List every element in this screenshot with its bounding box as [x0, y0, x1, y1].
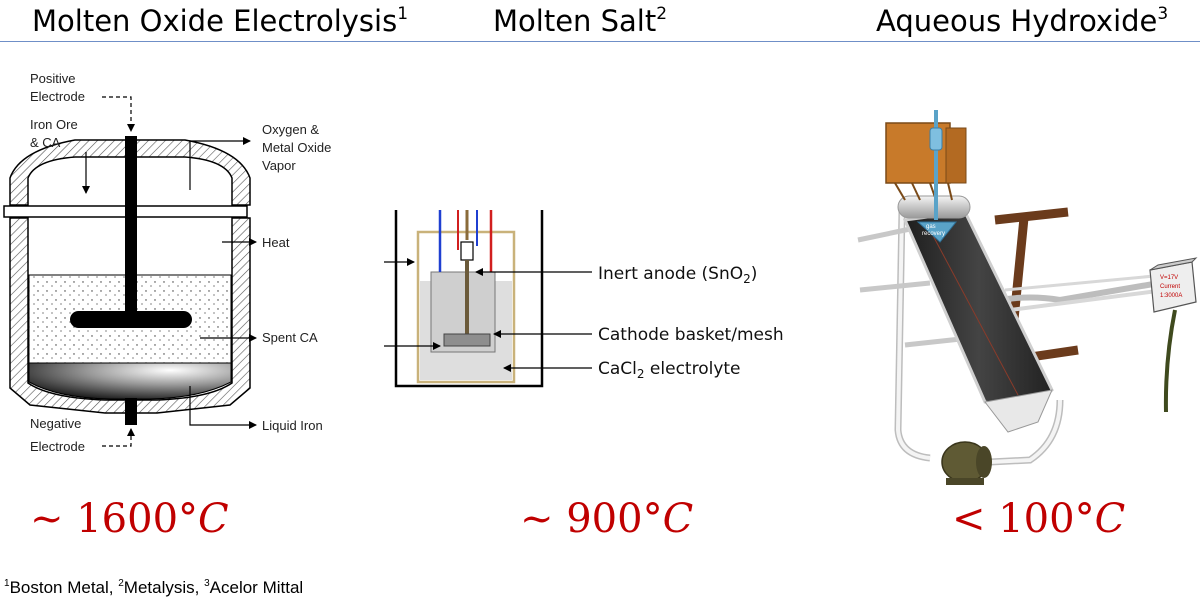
aq-gas-funnel — [916, 221, 958, 243]
aq-pump-base — [946, 478, 984, 485]
aq-copper-fin-1 — [894, 182, 906, 201]
footnote-sup-1: 1 — [4, 578, 10, 589]
aq-pipes-to-box — [999, 279, 1166, 304]
footnote-text-1: Boston Metal, — [9, 578, 119, 597]
salt-cathode-basket — [443, 333, 491, 347]
footnote-text-3: Acelor Mittal — [209, 578, 304, 597]
moe-positive-electrode-rod — [125, 136, 137, 322]
moe-label-positive-2: Electrode — [30, 89, 85, 104]
temperature-aqueous: < 100°C — [952, 496, 1125, 542]
temperature-unit: C — [662, 496, 694, 542]
moe-label-heat: Heat — [262, 235, 290, 250]
moe-label-spent-ca: Spent CA — [262, 330, 318, 345]
title-text: Molten Salt — [493, 4, 657, 38]
title-superscript: 1 — [397, 4, 409, 24]
moe-label-ore-1: Iron Ore — [30, 117, 78, 132]
temperature-value: < 100° — [952, 496, 1095, 542]
moe-vessel-body — [9, 217, 251, 414]
footnote-sup-3: 3 — [204, 578, 210, 589]
moe-arrow-oxygen — [189, 137, 251, 190]
moe-label-positive-1: Positive — [30, 71, 76, 86]
aq-box-label-1: V=17V — [1160, 275, 1178, 281]
aq-copper-fin-4 — [947, 182, 953, 201]
title-text: Molten Oxide Electrolysis — [32, 4, 398, 38]
title-divider-rule — [0, 41, 1200, 42]
moe-arrow-negative — [102, 428, 135, 447]
moe-label-oxygen-2: Metal Oxide — [262, 140, 331, 155]
salt-label-anode: Inert anode (SnO2) — [598, 264, 757, 286]
title-aqueous-hydroxide: Aqueous Hydroxide3 — [876, 4, 1168, 38]
aq-gas-cylinder — [929, 127, 943, 151]
aq-copper-unit-side — [945, 127, 967, 184]
moe-label-oxygen-3: Vapor — [262, 158, 296, 173]
title-molten-oxide-electrolysis: Molten Oxide Electrolysis1 — [32, 4, 408, 38]
aq-pipes-to-box-3 — [1004, 273, 1166, 292]
aq-bar-1 — [857, 225, 916, 243]
aq-copper-unit — [885, 122, 951, 184]
moe-liquid-iron — [28, 362, 232, 400]
temperature-unit: C — [1094, 496, 1126, 542]
aq-power-box-side — [1149, 257, 1198, 271]
aq-box-label-3: 1:3000A — [1160, 293, 1182, 299]
footnote-sup-2: 2 — [118, 578, 124, 589]
aq-gas-label-2: recovery — [922, 231, 945, 237]
molten-salt-diagram: Inert anode (SnO2) Cathode basket/mesh C… — [384, 210, 784, 388]
footnote-sources: 1Boston Metal, 2Metalysis, 3Acelor Mitta… — [4, 578, 303, 598]
aq-hopper — [984, 389, 1053, 433]
aq-gas-label-1: gas — [926, 224, 936, 230]
aq-pipe-frame-left-inner — [895, 209, 931, 460]
salt-label-electrolyte: CaCl2 electrolyte — [598, 359, 741, 381]
moe-label-negative-2: Electrode — [30, 439, 85, 454]
aq-bar-2 — [859, 280, 931, 293]
aq-copper-fin-2 — [911, 182, 921, 201]
moe-arrow-liquid-iron — [189, 386, 257, 429]
aq-electrode-slab — [902, 210, 1054, 412]
aq-pump-face — [976, 446, 992, 478]
aq-box-label-2: Current — [1160, 284, 1180, 290]
moe-negative-electrode-rod — [125, 398, 137, 425]
moe-label-negative-1: Negative — [30, 416, 81, 431]
temperature-value: ~ 900° — [520, 496, 663, 542]
title-text: Aqueous Hydroxide — [876, 4, 1158, 38]
title-superscript: 2 — [656, 4, 668, 24]
aq-brown-frame-top — [994, 207, 1069, 225]
aq-pipes-to-box-2 — [1009, 288, 1166, 312]
moe-anode-bar — [70, 311, 192, 328]
salt-furnace-walls — [394, 210, 544, 388]
moe-arrow-positive — [102, 96, 135, 132]
moe-label-liquid-iron: Liquid Iron — [262, 418, 323, 433]
moe-label-ore-2: & CA — [30, 135, 61, 150]
temperature-value: ~ 1600° — [30, 496, 199, 542]
salt-anode-holder — [460, 241, 474, 261]
moe-label-oxygen-1: Oxygen & — [262, 122, 319, 137]
aq-pipe-bottom-inner — [989, 399, 1062, 464]
aq-power-cable — [1163, 309, 1177, 413]
salt-label-cathode: Cathode basket/mesh — [598, 325, 784, 345]
footnote-text-2: Metalysis, — [123, 578, 205, 597]
aqueous-diagram: gas recovery V=17V Current 1:3000A — [857, 110, 1198, 485]
moe-diagram: Positive Electrode Iron Ore & CA Oxygen … — [3, 71, 331, 454]
title-molten-salt: Molten Salt2 — [493, 4, 667, 38]
aq-slab-centerline — [929, 229, 1019, 396]
title-superscript: 3 — [1157, 4, 1169, 24]
temperature-molten-salt: ~ 900°C — [520, 496, 693, 542]
temperature-unit: C — [198, 496, 229, 542]
temperature-moe: ~ 1600°C — [30, 496, 229, 542]
